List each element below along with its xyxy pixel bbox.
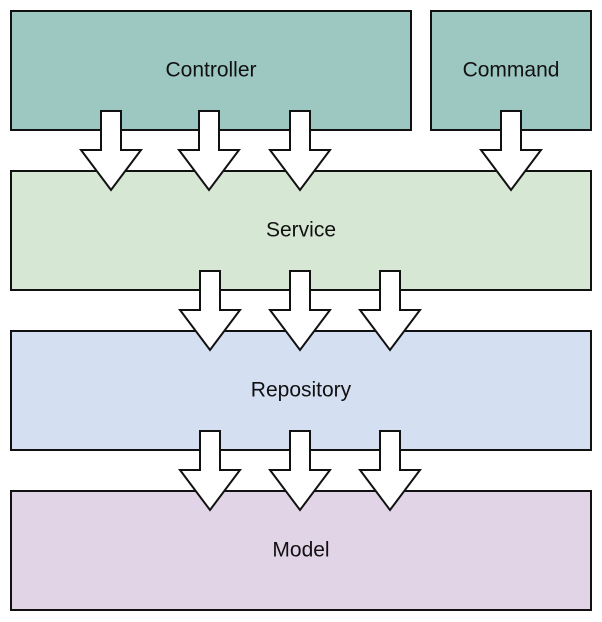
arrow-controller-service-1 [79, 110, 143, 192]
model-label: Model [272, 539, 329, 562]
repository-label: Repository [251, 379, 352, 402]
arrow-service-repository-3 [358, 270, 422, 352]
arrow-command-service [479, 110, 543, 192]
arrow-repository-model-2 [268, 430, 332, 512]
arrow-service-repository-2 [268, 270, 332, 352]
command-label: Command [463, 59, 560, 82]
model-box-rect [10, 490, 592, 611]
arrow-controller-service-2 [177, 110, 241, 192]
arrow-repository-model-1 [178, 430, 242, 512]
controller-label: Controller [165, 59, 256, 82]
arrow-repository-model-3 [358, 430, 422, 512]
arrow-controller-service-3 [268, 110, 332, 192]
arrows [79, 110, 543, 512]
model-box: Model [10, 490, 592, 611]
arrow-service-repository-1 [178, 270, 242, 352]
service-label: Service [266, 219, 336, 242]
